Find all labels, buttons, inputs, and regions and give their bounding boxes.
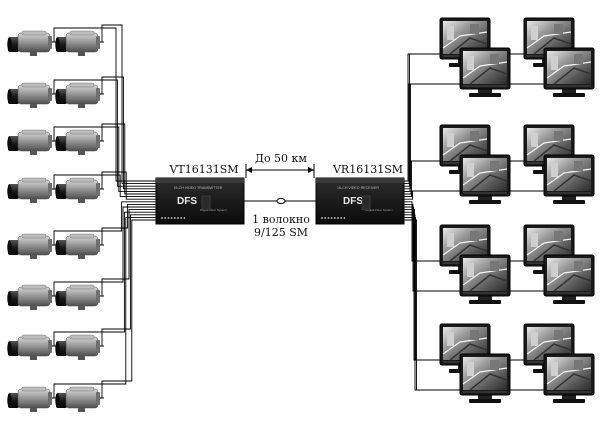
receiver-unit: VR16131SM 16-CH VIDEO RECEIVER DFS Digit…	[315, 163, 405, 225]
camera-icon	[55, 30, 100, 56]
monitor-icon	[543, 154, 595, 204]
monitor-icon	[459, 353, 511, 403]
transmitter-front-text: 16-CH VIDEO TRANSMITTER	[173, 186, 222, 190]
monitor-icon	[543, 254, 595, 304]
receiver-brand-logo: DFS	[343, 196, 363, 207]
camera-icon	[55, 233, 100, 259]
transmitter-model-label: VT16131SM	[168, 163, 238, 176]
camera-icon	[55, 386, 100, 412]
camera-icon	[55, 82, 100, 108]
camera-cable	[100, 209, 156, 297]
monitor-icon	[459, 254, 511, 304]
camera-cable	[100, 123, 156, 195]
camera-cable	[100, 219, 156, 399]
camera-cable	[52, 27, 156, 182]
camera-cable	[52, 126, 156, 192]
camera-icon	[7, 177, 52, 203]
camera-icon	[55, 284, 100, 310]
camera-cable	[52, 201, 156, 246]
fiber-link: До 50 км 1 волокно 9/125 SM	[244, 152, 316, 239]
camera-icon	[7, 284, 52, 310]
monitor-group	[439, 17, 595, 403]
transmitter-brand-sub: Digital Fiber System	[200, 208, 227, 212]
camera-icon	[7, 82, 52, 108]
fiber-coil	[276, 197, 286, 205]
monitor-cable	[404, 211, 440, 361]
camera-cable	[100, 203, 156, 246]
camera-icon	[55, 334, 100, 360]
receiver-model-label: VR16131SM	[332, 163, 403, 176]
transmitter-leds	[161, 195, 211, 219]
camera-cable	[100, 76, 156, 190]
camera-icon	[7, 30, 52, 56]
camera-icon	[55, 129, 100, 155]
camera-cable	[100, 171, 156, 200]
monitor-icon	[459, 47, 511, 97]
camera-icon	[7, 386, 52, 412]
camera-cable	[52, 79, 156, 187]
receiver-body	[315, 177, 405, 225]
camera-cable	[52, 211, 156, 347]
monitor-icon	[439, 323, 491, 373]
monitor-icon	[459, 154, 511, 204]
monitor-icon	[543, 47, 595, 97]
receiver-leds	[321, 195, 371, 219]
camera-icon	[7, 129, 52, 155]
distance-label: До 50 км	[255, 152, 307, 165]
camera-cable	[100, 24, 156, 185]
camera-icon	[55, 177, 100, 203]
camera-cable	[52, 216, 156, 399]
transmitter-body	[155, 177, 245, 225]
fiber-type-label: 9/125 SM	[254, 226, 308, 239]
fiber-count-label: 1 волокно	[252, 213, 310, 226]
transmitter-brand-logo: DFS	[177, 196, 197, 207]
camera-icon	[7, 233, 52, 259]
camera-cable	[52, 174, 156, 198]
receiver-brand-sub: Digital Fiber System	[366, 208, 393, 212]
camera-group	[7, 30, 100, 412]
monitor-cable	[404, 201, 440, 262]
camera-cable	[100, 214, 156, 347]
receiver-front-text: 16-CH VIDEO RECEIVER	[337, 186, 379, 190]
transmitter-unit: VT16131SM 16-CH VIDEO TRANSMITTER DFS Di…	[155, 163, 245, 225]
camera-cable	[52, 206, 156, 297]
camera-icon	[7, 334, 52, 360]
monitor-icon	[543, 353, 595, 403]
